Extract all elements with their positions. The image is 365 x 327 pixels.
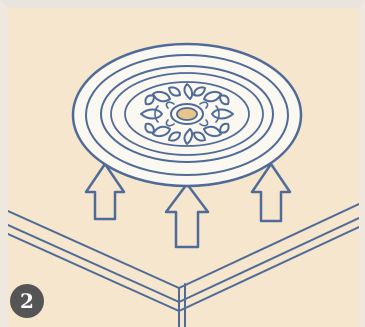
ceiling-medallion-icon [73, 44, 301, 186]
step-number-badge: 2 [10, 284, 44, 318]
ceiling-medallion-illustration [8, 8, 359, 327]
